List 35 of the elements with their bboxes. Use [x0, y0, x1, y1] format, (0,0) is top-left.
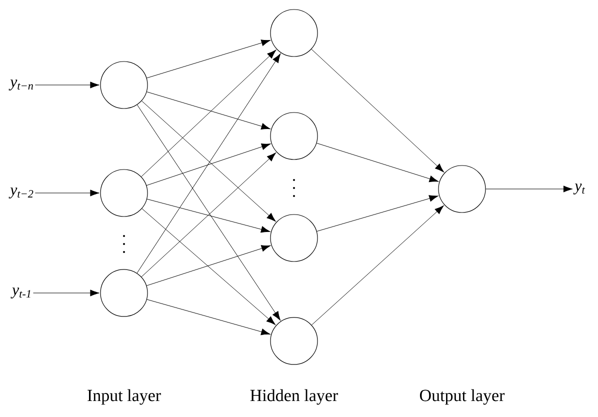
neuron-circle	[438, 165, 486, 213]
arrow	[141, 50, 276, 177]
variable-label: y$_{t−2}$	[8, 188, 34, 198]
neuron-circle	[270, 214, 318, 262]
variable-label: y$_{t-1}$	[10, 288, 30, 298]
layer-label: Output layer	[420, 389, 505, 405]
arrow	[146, 143, 271, 186]
arrow	[316, 195, 438, 232]
arrow	[146, 198, 270, 233]
neuron-circle	[270, 317, 318, 365]
layer-label: Hidden layer	[250, 389, 338, 405]
neuron-circle	[270, 112, 318, 160]
layer-label: Input layer	[88, 389, 161, 405]
arrow	[486, 186, 573, 192]
arrow	[34, 190, 100, 196]
variable-label: y$_{t}$	[573, 184, 586, 194]
arrow	[136, 54, 281, 274]
arrow	[146, 245, 271, 286]
arrow	[146, 299, 270, 336]
arrow	[34, 82, 100, 88]
neuron-circle	[270, 9, 318, 57]
arrow	[146, 40, 270, 78]
arrow	[141, 100, 276, 222]
neuron-circle	[100, 269, 148, 317]
neuron-circle	[100, 61, 148, 109]
arrow	[311, 205, 444, 326]
arrow	[32, 290, 100, 296]
arrow	[311, 48, 444, 172]
neuron-circle	[100, 169, 148, 217]
arrow	[142, 208, 276, 325]
arrow	[316, 142, 438, 182]
variable-label: y$_{t−n}$	[8, 80, 33, 90]
arrow	[146, 92, 270, 130]
arrow	[136, 104, 280, 320]
arrow	[141, 152, 276, 278]
